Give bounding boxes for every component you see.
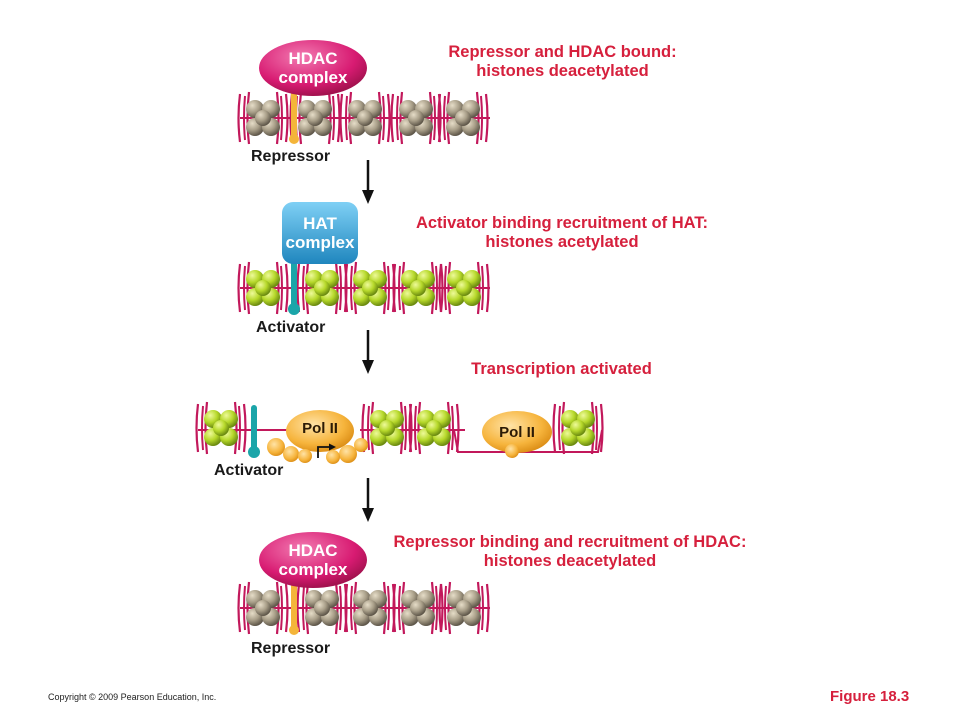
- nucleosome: [195, 401, 247, 455]
- activator-protein: [248, 405, 260, 458]
- nucleosome: [344, 261, 396, 315]
- pol-ii-label-elongating: Pol II: [499, 424, 535, 441]
- hdac-complex: [259, 532, 367, 588]
- nucleosome: [237, 581, 289, 635]
- figure-label: Figure 18.3: [830, 688, 910, 705]
- caption-line2: histones deacetylated: [476, 62, 649, 80]
- step-4-caption: Repressor binding and recruitment of HDA…: [365, 533, 775, 571]
- repressor-label: Repressor: [251, 148, 331, 165]
- caption-line2: histones acetylated: [485, 233, 639, 251]
- nucleosome-row-3: [195, 401, 604, 455]
- nucleosome: [392, 261, 444, 315]
- hdac-complex-label: HDAC complex: [263, 49, 363, 87]
- complex-label-line2: complex: [278, 560, 348, 579]
- nucleosome: [237, 261, 289, 315]
- pol-ii-complex-promoter: [267, 410, 368, 464]
- complex-label-line2: complex: [285, 233, 355, 252]
- step-4: [237, 532, 490, 635]
- nucleosome-row-2: [237, 261, 490, 315]
- complex-label-line2: complex: [278, 68, 348, 87]
- caption-line2: histones deacetylated: [483, 552, 657, 570]
- step-1: [237, 40, 490, 145]
- step-3-caption: Transcription activated: [440, 360, 683, 379]
- nucleosome: [438, 581, 490, 635]
- caption-line1: Repressor binding and recruitment of HDA…: [393, 533, 747, 551]
- caption-line1: Activator binding recruitment of HAT:: [415, 214, 709, 232]
- nucleosome-row-4: [237, 581, 490, 635]
- nucleosome: [390, 91, 442, 145]
- caption-line1: Transcription activated: [471, 360, 652, 378]
- step-2-caption: Activator binding recruitment of HAT: hi…: [392, 214, 732, 252]
- pol-ii-complex-elongating: [482, 411, 552, 458]
- activator-label: Activator: [214, 462, 284, 479]
- caption-line1: Repressor and HDAC bound:: [448, 43, 677, 61]
- hat-complex-label: HAT complex: [282, 214, 358, 252]
- arrow-down-icon: [362, 330, 374, 374]
- repressor-protein: [289, 87, 299, 144]
- complex-label-line1: HAT: [303, 214, 337, 233]
- repressor-protein: [289, 577, 299, 635]
- nucleosome: [344, 581, 396, 635]
- step-1-caption: Repressor and HDAC bound: histones deace…: [420, 43, 705, 81]
- nucleosome: [552, 401, 604, 455]
- complex-label-line1: HDAC: [288, 541, 338, 560]
- hat-complex: [282, 202, 358, 264]
- transcription-start-arrow-icon: [317, 443, 336, 458]
- nucleosome: [339, 91, 391, 145]
- repressor-label: Repressor: [251, 640, 331, 657]
- nucleosome: [361, 401, 413, 455]
- nucleosome: [392, 581, 444, 635]
- complex-label-line1: HDAC: [288, 49, 338, 68]
- nucleosome: [408, 401, 460, 455]
- hdac-complex: [259, 40, 367, 96]
- pol-ii-label-promoter: Pol II: [302, 420, 338, 437]
- activator-protein: [288, 255, 300, 315]
- nucleosome: [437, 91, 489, 145]
- copyright-notice: Copyright © 2009 Pearson Education, Inc.: [48, 692, 217, 702]
- nucleosome: [296, 261, 348, 315]
- hdac-complex-label: HDAC complex: [263, 541, 363, 579]
- nucleosome: [296, 581, 348, 635]
- step-3: [195, 401, 604, 464]
- activator-label: Activator: [256, 319, 326, 336]
- nucleosome: [237, 91, 289, 145]
- arrow-down-icon: [362, 478, 374, 522]
- nucleosome: [438, 261, 490, 315]
- arrow-down-icon: [362, 160, 374, 204]
- step-2: [237, 202, 490, 315]
